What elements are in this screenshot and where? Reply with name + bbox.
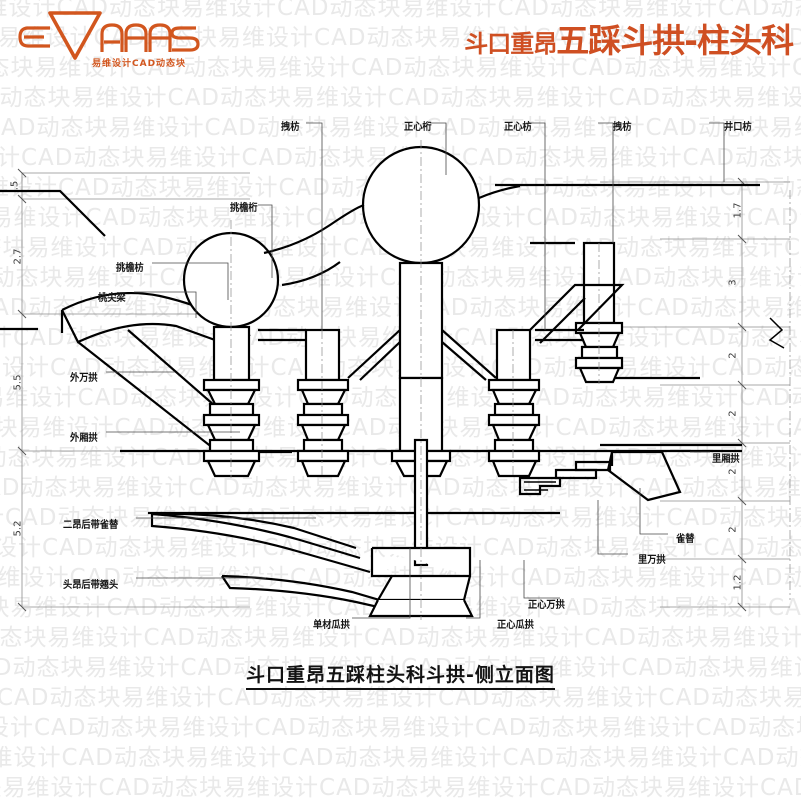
label-wai-wan-gong: 外万拱 [70, 373, 98, 384]
label-li-xiang-gong: 里厢拱 [712, 454, 740, 465]
purlin-connectors [263, 184, 521, 287]
dimension-right_axis-0: 1.7 [732, 202, 744, 218]
right-dimension-axis [600, 177, 791, 612]
page-title-prefix: 斗口重昂 [464, 30, 557, 58]
logo-subtitle: 易维设计CAD动态块 [92, 59, 187, 69]
evans-logo [14, 8, 214, 71]
dimension-right_axis-5: 2 [727, 526, 739, 533]
label-dan-cai-gua-gong: 单材瓜拱 [313, 620, 350, 631]
label-zhuai-fang-left: 拽枋 [281, 122, 300, 133]
dimension-right_axis-1: 3 [727, 279, 739, 286]
label-tiao-yan-heng: 挑檐桁 [230, 203, 258, 214]
label-tiao-yan-fang: 挑檐枋 [116, 263, 144, 274]
page-title-main: 五踩斗拱-柱头科 [556, 21, 794, 60]
dimension-left_axis-1: 2.7 [12, 248, 24, 264]
label-zhuai-fang-right: 拽枋 [613, 122, 632, 133]
label-que-ti: 雀替 [676, 534, 695, 545]
dimension-right_axis-2: 2 [727, 352, 739, 359]
drawing-caption: 斗口重昂五踩柱头科斗拱-侧立面图 [0, 660, 801, 690]
dimension-right_axis-3: 2 [727, 410, 739, 417]
label-zheng-xin-wan-gong: 正心万拱 [528, 600, 565, 611]
que-ti-member [518, 450, 682, 502]
drawing-caption-text: 斗口重昂五踩柱头科斗拱-侧立面图 [246, 664, 555, 690]
dou-blocks-stack [182, 140, 625, 620]
dimension-left_axis-0: .5 [9, 180, 21, 191]
leader-lines [106, 122, 725, 619]
dimension-right_axis-4: 2 [727, 468, 739, 475]
dimension-right_axis-6: 1.2 [732, 574, 744, 590]
dimension-left_axis-3: 5.2 [12, 520, 24, 536]
label-jing-kou-fang: 井口枋 [724, 122, 752, 133]
label-zheng-xin-heng: 正心桁 [404, 122, 432, 133]
dimension-left_axis-2: 5.5 [12, 374, 24, 390]
label-zheng-xin-gua-gong: 正心瓜拱 [497, 620, 534, 631]
evans-logo-mark [18, 11, 200, 60]
page-title: 斗口重昂五踩斗拱-柱头科 [464, 14, 794, 62]
label-li-wan-gong: 里万拱 [638, 555, 666, 566]
label-tou-ang-qiao-tou: 头昂后带翘头 [63, 580, 119, 591]
label-zheng-xin-fang: 正心枋 [504, 122, 532, 133]
label-er-ang-que-ti: 二昂后带雀替 [63, 520, 119, 531]
label-tao-jian-liang: 桃尖梁 [98, 293, 126, 304]
label-wai-xiang-gong: 外厢拱 [70, 433, 98, 444]
